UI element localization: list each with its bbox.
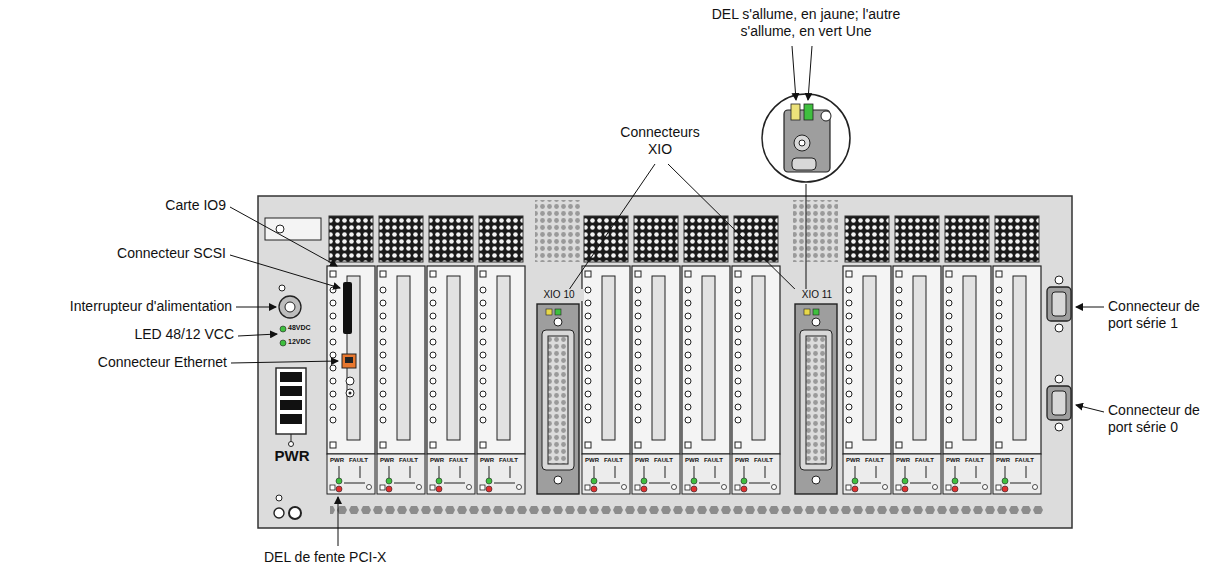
slot-led-label: FAULT [1015, 457, 1034, 464]
chassis [258, 196, 1072, 528]
connector-label: XIO 10 [534, 289, 584, 301]
callout-label: DEL s'allume, en jaune; l'autre s'allume… [706, 6, 906, 40]
slot-led-label: FAULT [915, 457, 934, 464]
slot-led-label: PWR [635, 457, 649, 464]
slot-led-label: PWR [380, 457, 394, 464]
serial-connector [1047, 375, 1071, 431]
callout-label: Carte IO9 [165, 197, 226, 214]
led-48v [280, 326, 286, 332]
led-label: 48VDC [288, 324, 311, 332]
slot-led-label: FAULT [865, 457, 884, 464]
callout-label: LED 48/12 VCC [134, 326, 234, 343]
slot-led-label: FAULT [704, 457, 723, 464]
xio-connector [795, 304, 837, 494]
slot-led-label: FAULT [965, 457, 984, 464]
callout-label: Connecteur Ethernet [98, 354, 227, 371]
callout-label: Connecteurs XIO [612, 124, 708, 158]
leader-lines [230, 46, 1104, 546]
callout-label: Connecteur de port série 0 [1108, 402, 1226, 436]
led-12v [280, 340, 286, 346]
xio-connector [537, 304, 579, 494]
slot-led-label: PWR [685, 457, 699, 464]
slot-led-label: PWR [330, 457, 344, 464]
scsi-connector [343, 282, 352, 334]
callout-label: Interrupteur d'alimentation [70, 298, 232, 315]
slot-led-label: PWR [430, 457, 444, 464]
led-zoom-detail [762, 94, 850, 182]
callout-label: DEL de fente PCI-X [264, 549, 386, 566]
slot-led-label: PWR [846, 457, 860, 464]
slot-led-label: PWR [946, 457, 960, 464]
power-module [265, 218, 321, 519]
connector-label: XIO 11 [792, 289, 842, 301]
pci-x-slots [327, 216, 1041, 494]
slot-led-label: FAULT [604, 457, 623, 464]
slot-led-label: PWR [585, 457, 599, 464]
slot-led-label: PWR [735, 457, 749, 464]
slot-led-label: PWR [896, 457, 910, 464]
module-label: PWR [268, 447, 316, 465]
slot-led-label: FAULT [349, 457, 368, 464]
slot-led-label: FAULT [399, 457, 418, 464]
serial-connector [1047, 276, 1071, 332]
ethernet-connector [342, 354, 356, 368]
slot-led-label: FAULT [654, 457, 673, 464]
slot-led-label: FAULT [499, 457, 518, 464]
slot-led-label: FAULT [449, 457, 468, 464]
slot-led-label: PWR [480, 457, 494, 464]
slot-led-label: PWR [996, 457, 1010, 464]
led-label: 12VDC [288, 338, 311, 346]
io9-card [342, 282, 356, 397]
callout-label: Connecteur SCSI [117, 245, 226, 262]
power-switch [279, 296, 301, 318]
slot-led-label: FAULT [754, 457, 773, 464]
callout-label: Connecteur de port série 1 [1108, 298, 1226, 332]
